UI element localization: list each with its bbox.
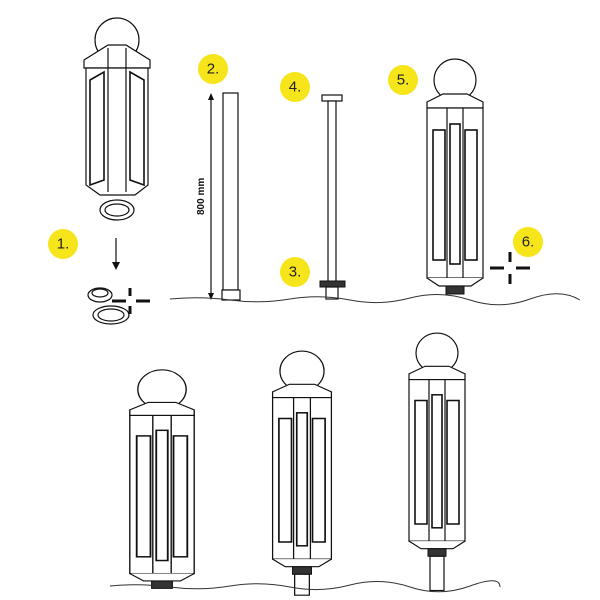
svg-text:5.: 5. — [397, 72, 410, 89]
bolt-cross-step-6 — [490, 252, 530, 284]
step-badge-4: 4. — [280, 72, 310, 102]
lamp-step-5 — [426, 58, 484, 295]
lamp-low-mount — [128, 368, 196, 590]
step-badge-6: 6. — [513, 227, 543, 257]
ground-line-top — [169, 293, 581, 306]
svg-text:4.: 4. — [289, 79, 302, 96]
mounting-rings-and-screws — [87, 287, 150, 325]
step-badge-1: 1. — [48, 229, 78, 259]
dimension-label: 800 mm — [196, 178, 207, 215]
down-arrow-icon — [112, 238, 120, 270]
step-badge-2: 2. — [198, 54, 228, 84]
lamp-high-mount — [408, 332, 466, 592]
svg-text:2.: 2. — [207, 61, 220, 78]
pole-step-4 — [319, 94, 346, 300]
dimension-line — [208, 93, 214, 300]
lamp-head-step-1 — [83, 17, 151, 221]
ground-line-bottom — [109, 580, 501, 593]
svg-text:1.: 1. — [57, 236, 70, 253]
svg-text:3.: 3. — [289, 264, 302, 281]
svg-text:6.: 6. — [522, 234, 535, 251]
step-badge-5: 5. — [388, 65, 418, 95]
pole-step-2 — [221, 92, 241, 301]
step-badge-3: 3. — [280, 257, 310, 287]
lamp-mid-mount — [271, 350, 333, 596]
